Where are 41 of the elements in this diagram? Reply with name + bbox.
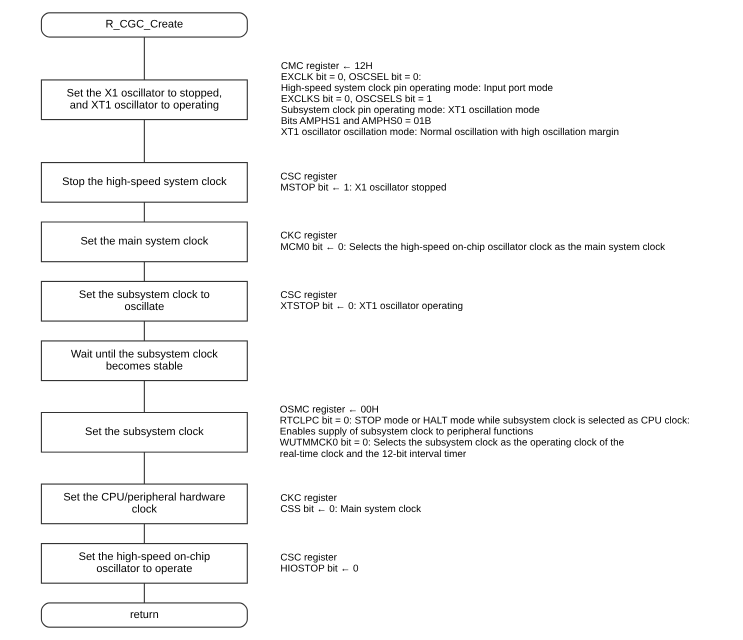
node-box: R_CGC_Create: [40, 12, 248, 38]
node-box: Stop the high-speed system clock: [40, 162, 248, 203]
connector: [143, 120, 144, 162]
node-label: MCM0 bit ← 0: Selects the high-speed on-chip oscillator clock as the main system clock: [280, 242, 665, 253]
node-box: Wait until the subsystem clock becomes stable: [40, 340, 248, 382]
node-box: return: [40, 602, 248, 628]
connector: [143, 380, 144, 412]
node-label: CSS bit ← 0: Main system clock: [280, 504, 421, 515]
node-label: OSMC register ← 00H: [279, 404, 378, 416]
connector: [143, 524, 144, 544]
connector: [143, 262, 144, 282]
node-box: Set the main system clock: [40, 221, 248, 262]
node-label: EXCLKS bit = 0, OSCSELS bit = 1: [280, 94, 432, 106]
connector: [143, 37, 144, 80]
node-box: Set the CPU/peripheral hardware clock: [40, 484, 248, 524]
node-box: Set the subsystem clock: [40, 412, 248, 453]
node-label: HIOSTOP bit ← 0: [280, 563, 358, 574]
node-label: CSC register: [280, 552, 336, 564]
node-box: Set the subsystem clock to oscillate: [40, 280, 248, 322]
node-label: Subsystem clock pin operating mode: XT1 oscillation mode: [280, 105, 540, 116]
node-box: Set the X1 oscillator to stopped, and XT1 oscillator to operating: [40, 79, 248, 120]
node-label: High-speed system clock pin operating mode: Input port mode: [280, 83, 553, 94]
node-label: EXCLK bit = 0, OSCSEL bit = 0:: [280, 72, 421, 84]
node-label: RTCLPC bit = 0: STOP mode or HALT mode while subsystem clock is selected as CPU clock:: [279, 416, 690, 427]
node-label: XT1 oscillator oscillation mode: Normal oscillation with high oscillation margin: [280, 127, 618, 138]
node-label: CKC register: [280, 492, 336, 504]
node-label: XTSTOP bit ← 0: XT1 oscillator operating: [280, 301, 463, 312]
node-label: Enables supply of subsystem clock to peripheral functions: [279, 426, 533, 438]
node-label: CMC register ← 12H: [280, 61, 372, 72]
node-label: CSC register: [280, 290, 336, 302]
connector: [143, 583, 144, 603]
node-label: WUTMMCK0 bit = 0: Selects the subsystem clock as the operating clock of the: [279, 438, 624, 449]
node-label: CSC register: [280, 171, 336, 182]
connector: [143, 321, 144, 341]
node-label: CKC register: [280, 230, 336, 242]
node-label: real-time clock and the 12-bit interval timer: [279, 448, 466, 460]
connector: [143, 202, 144, 222]
connector: [143, 452, 144, 484]
node-label: MSTOP bit ← 1: X1 oscillator stopped: [280, 182, 446, 194]
node-box: Set the high-speed on-chip oscillator to operate: [40, 542, 248, 584]
node-label: Bits AMPHS1 and AMPHS0 = 01B: [280, 116, 431, 128]
